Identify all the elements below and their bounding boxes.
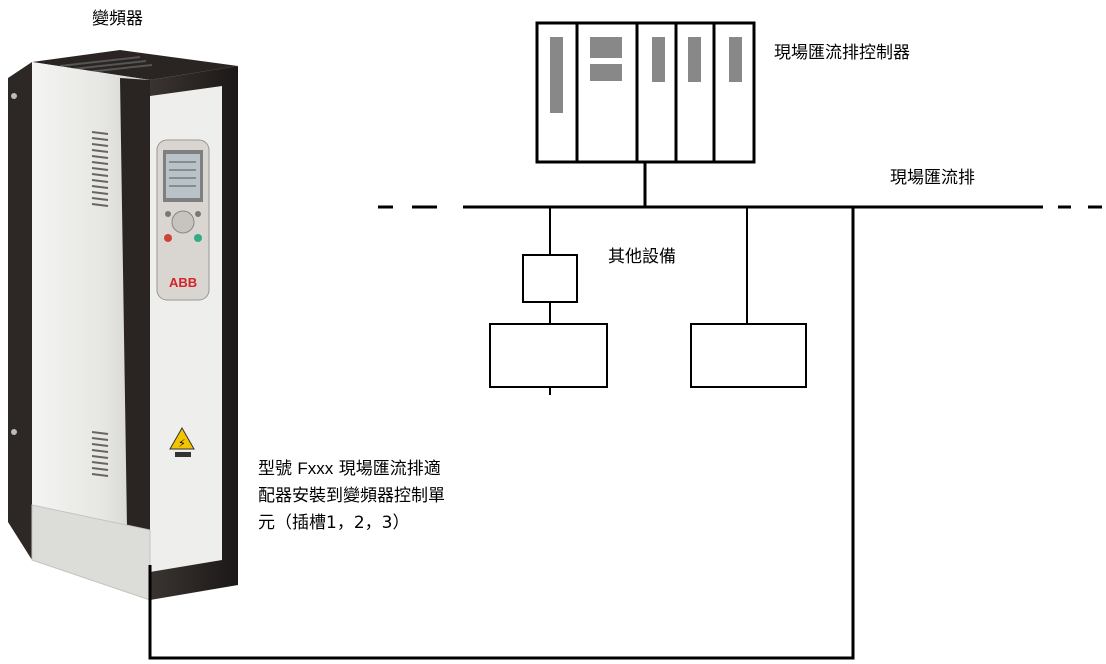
svg-text:ABB: ABB <box>169 275 197 290</box>
fieldbus-line <box>378 162 1102 209</box>
fieldbus-controller-label: 現場匯流排控制器 <box>774 43 910 63</box>
other-devices-label: 其他設備 <box>608 247 676 267</box>
adapter-model: Fxxx <box>297 459 334 478</box>
side-vent-lower <box>91 431 109 477</box>
adapter-label-line3: 元（插槽1，2，3） <box>258 513 410 533</box>
warning-icon: ⚡ <box>169 426 195 457</box>
abb-logo: ABB <box>169 275 197 290</box>
adapter-label: 型號 Fxxx 現場匯流排適 配器安裝到變頻器控制單 元（插槽1，2，3） <box>258 455 445 537</box>
controller-module-slots <box>550 37 742 113</box>
fieldbus-controller <box>535 21 756 164</box>
control-panel <box>156 139 210 301</box>
other-devices <box>489 207 807 395</box>
fieldbus-label: 現場匯流排 <box>890 168 975 188</box>
drive-label: 變頻器 <box>92 9 143 29</box>
drive-unit: ABB ⚡ <box>8 50 238 601</box>
side-vent-upper <box>91 131 109 207</box>
svg-text:⚡: ⚡ <box>178 437 186 450</box>
adapter-label-line1: 型號 Fxxx 現場匯流排適 <box>258 459 441 479</box>
adapter-label-line2: 配器安裝到變頻器控制單 <box>258 486 445 506</box>
drive-fieldbus-connection <box>148 207 855 660</box>
